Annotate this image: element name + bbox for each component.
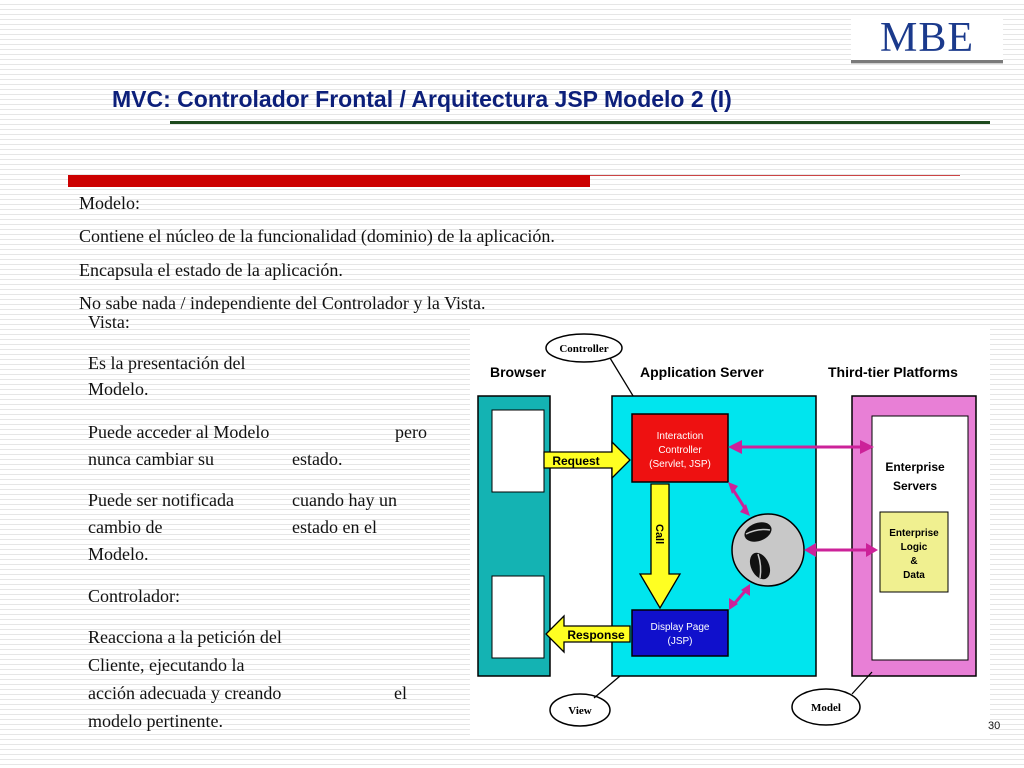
- controller-callout-label: Controller: [559, 343, 608, 355]
- vista-p2-line-2a: nunca cambiar su: [88, 449, 214, 469]
- response-arrow: Response: [545, 614, 631, 654]
- vista-heading: Vista:: [88, 312, 130, 332]
- enterprise-servers-line-1: Enterprise: [885, 460, 945, 474]
- controlador-line-1: Reacciona a la petición del: [88, 627, 282, 647]
- interaction-controller-line-3: (Servlet, JSP): [649, 459, 711, 470]
- vista-p2-line-1b: pero: [395, 422, 427, 442]
- enterprise-logic-line-2: Logic: [901, 542, 928, 553]
- logo-text: MBE: [879, 15, 974, 61]
- app-server-column-label: Application Server: [640, 364, 764, 380]
- red-divider-bar: [68, 175, 590, 187]
- request-arrow-label: Request: [552, 454, 599, 468]
- enterprise-logic-line-4: Data: [903, 570, 925, 581]
- title-underline: [170, 121, 990, 124]
- interaction-controller-line-2: Controller: [658, 445, 702, 456]
- vista-p3-line-1a: Puede ser notificada: [88, 490, 234, 510]
- mbe-logo: MBE: [851, 15, 1003, 63]
- interaction-controller-box: Interaction Controller (Servlet, JSP): [631, 413, 729, 483]
- thin-divider-line: [590, 175, 960, 176]
- view-callout: View: [549, 675, 621, 727]
- vista-p2-line-2b: estado.: [292, 449, 343, 469]
- controlador-line-4: modelo pertinente.: [88, 711, 223, 731]
- vista-p3-line-3a: Modelo.: [88, 544, 149, 564]
- request-arrow: Request: [543, 440, 631, 480]
- controlador-line-3b: el: [394, 683, 407, 703]
- controller-callout: Controller: [545, 333, 639, 405]
- enterprise-logic-line-1: Enterprise: [889, 528, 939, 539]
- response-arrow-label: Response: [567, 628, 625, 642]
- controlador-heading: Controlador:: [88, 586, 180, 606]
- page-number: 30: [988, 720, 1001, 732]
- modelo-heading: Modelo:: [79, 193, 140, 213]
- model-bean-icon: [731, 513, 805, 587]
- vista-p2-line-1a: Puede acceder al Modelo: [88, 422, 270, 442]
- view-callout-label: View: [568, 705, 591, 717]
- vista-p3-line-1b: cuando hay un: [292, 490, 397, 510]
- modelo-line-2: Encapsula el estado de la aplicación.: [79, 260, 343, 280]
- browser-column-label: Browser: [490, 364, 547, 380]
- magenta-connector-arrows: [728, 440, 878, 610]
- modelo-line-3: No sabe nada / independiente del Control…: [79, 293, 486, 313]
- vista-p1-line-1: Es la presentación del: [88, 353, 246, 373]
- model-callout: Model: [791, 671, 873, 726]
- third-tier-column-label: Third-tier Platforms: [828, 364, 958, 380]
- vista-p1-line-2: Modelo.: [88, 379, 149, 399]
- display-page-box: Display Page (JSP): [631, 609, 729, 657]
- call-arrow-label: Call: [653, 524, 665, 544]
- model-callout-label: Model: [811, 702, 841, 714]
- display-page-line-1: Display Page: [651, 622, 710, 633]
- vista-p3-line-2b: estado en el: [292, 517, 377, 537]
- slide-title: MVC: Controlador Frontal / Arquitectura …: [112, 86, 732, 112]
- browser-tier: [477, 395, 551, 677]
- call-arrow: Call: [638, 483, 682, 610]
- enterprise-logic-line-3: &: [910, 556, 917, 567]
- controlador-line-3a: acción adecuada y creando: [88, 683, 282, 703]
- interaction-controller-line-1: Interaction: [657, 431, 704, 442]
- controlador-line-2: Cliente, ejecutando la: [88, 655, 245, 675]
- mvc-architecture-diagram: Browser Application Server Third-tier Pl…: [470, 326, 990, 736]
- vista-p3-line-2a: cambio de: [88, 517, 163, 537]
- display-page-line-2: (JSP): [668, 636, 693, 647]
- third-tier-platforms: Enterprise Servers Enterprise Logic & Da…: [851, 395, 977, 677]
- modelo-line-1: Contiene el núcleo de la funcionalidad (…: [79, 226, 555, 246]
- enterprise-servers-line-2: Servers: [893, 479, 937, 493]
